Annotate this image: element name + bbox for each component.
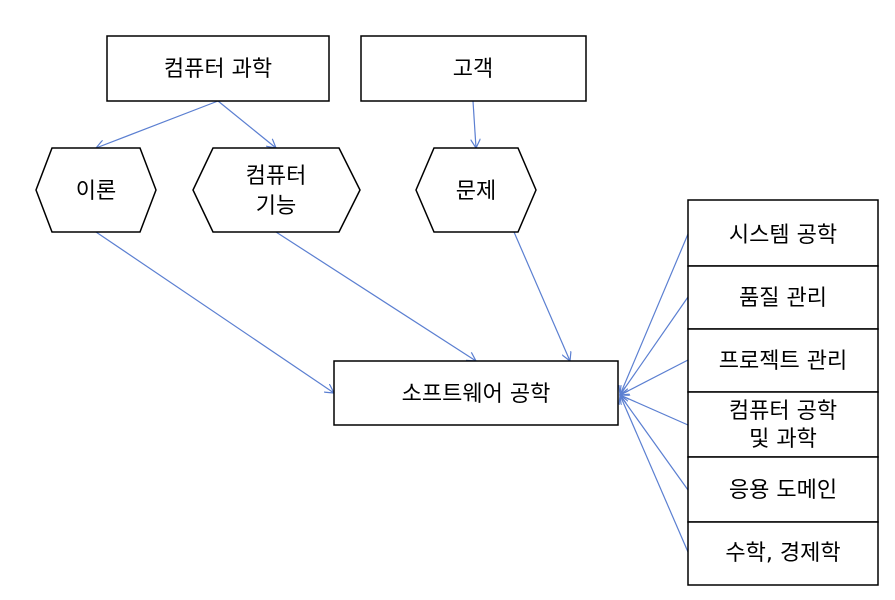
node-theory-label: 이론 [76,179,116,204]
node-problem-label: 문제 [456,179,496,204]
edge-quality-to-se [620,296,689,395]
node-customer-label: 고객 [453,57,493,82]
edge-theory-to-se [95,231,334,393]
edge-systems-eng-to-se [620,233,689,395]
edge-customer-to-problem [473,100,476,148]
node-math-economics: 수학, 경제학 [687,521,879,586]
node-computer-function-label-line2: 기능 [256,194,296,219]
node-customer: 고객 [360,35,587,102]
edge-math-to-se [620,395,689,553]
node-systems-engineering: 시스템 공학 [687,199,879,267]
node-application-domain: 응용 도메인 [687,456,879,523]
edge-appdomain-to-se [620,395,689,491]
node-computer-function-label-line1: 컴퓨터 [246,164,307,189]
node-computer-science: 컴퓨터 과학 [106,35,330,102]
node-quality-management-label: 품질 관리 [739,286,827,311]
node-project-management-label: 프로젝트 관리 [719,349,847,374]
edge-cs-to-theory [96,100,219,148]
node-systems-engineering-label: 시스템 공학 [729,223,837,248]
node-theory: 이론 [35,147,157,233]
edge-csce-to-se [620,395,689,426]
edge-cs-to-computer-function [217,100,276,148]
node-problem: 문제 [415,147,537,233]
node-project-management: 프로젝트 관리 [687,328,879,393]
node-cs-and-ce-label-line2: 및 과학 [749,427,817,452]
node-application-domain-label: 응용 도메인 [729,478,837,503]
node-computer-science-label: 컴퓨터 과학 [164,57,272,82]
node-computer-function: 컴퓨터 기능 [192,147,361,233]
edge-problem-to-se [513,231,570,361]
node-software-engineering-label: 소프트웨어 공학 [402,382,551,407]
edge-project-to-se [620,359,689,395]
node-software-engineering: 소프트웨어 공학 [333,360,619,426]
edge-computer-function-to-se [275,231,476,361]
edges [95,100,689,553]
node-cs-and-ce: 컴퓨터 공학 및 과학 [687,391,879,458]
node-quality-management: 품질 관리 [687,265,879,330]
node-cs-and-ce-label-line1: 컴퓨터 공학 [729,399,837,424]
node-math-economics-label: 수학, 경제학 [725,541,840,566]
